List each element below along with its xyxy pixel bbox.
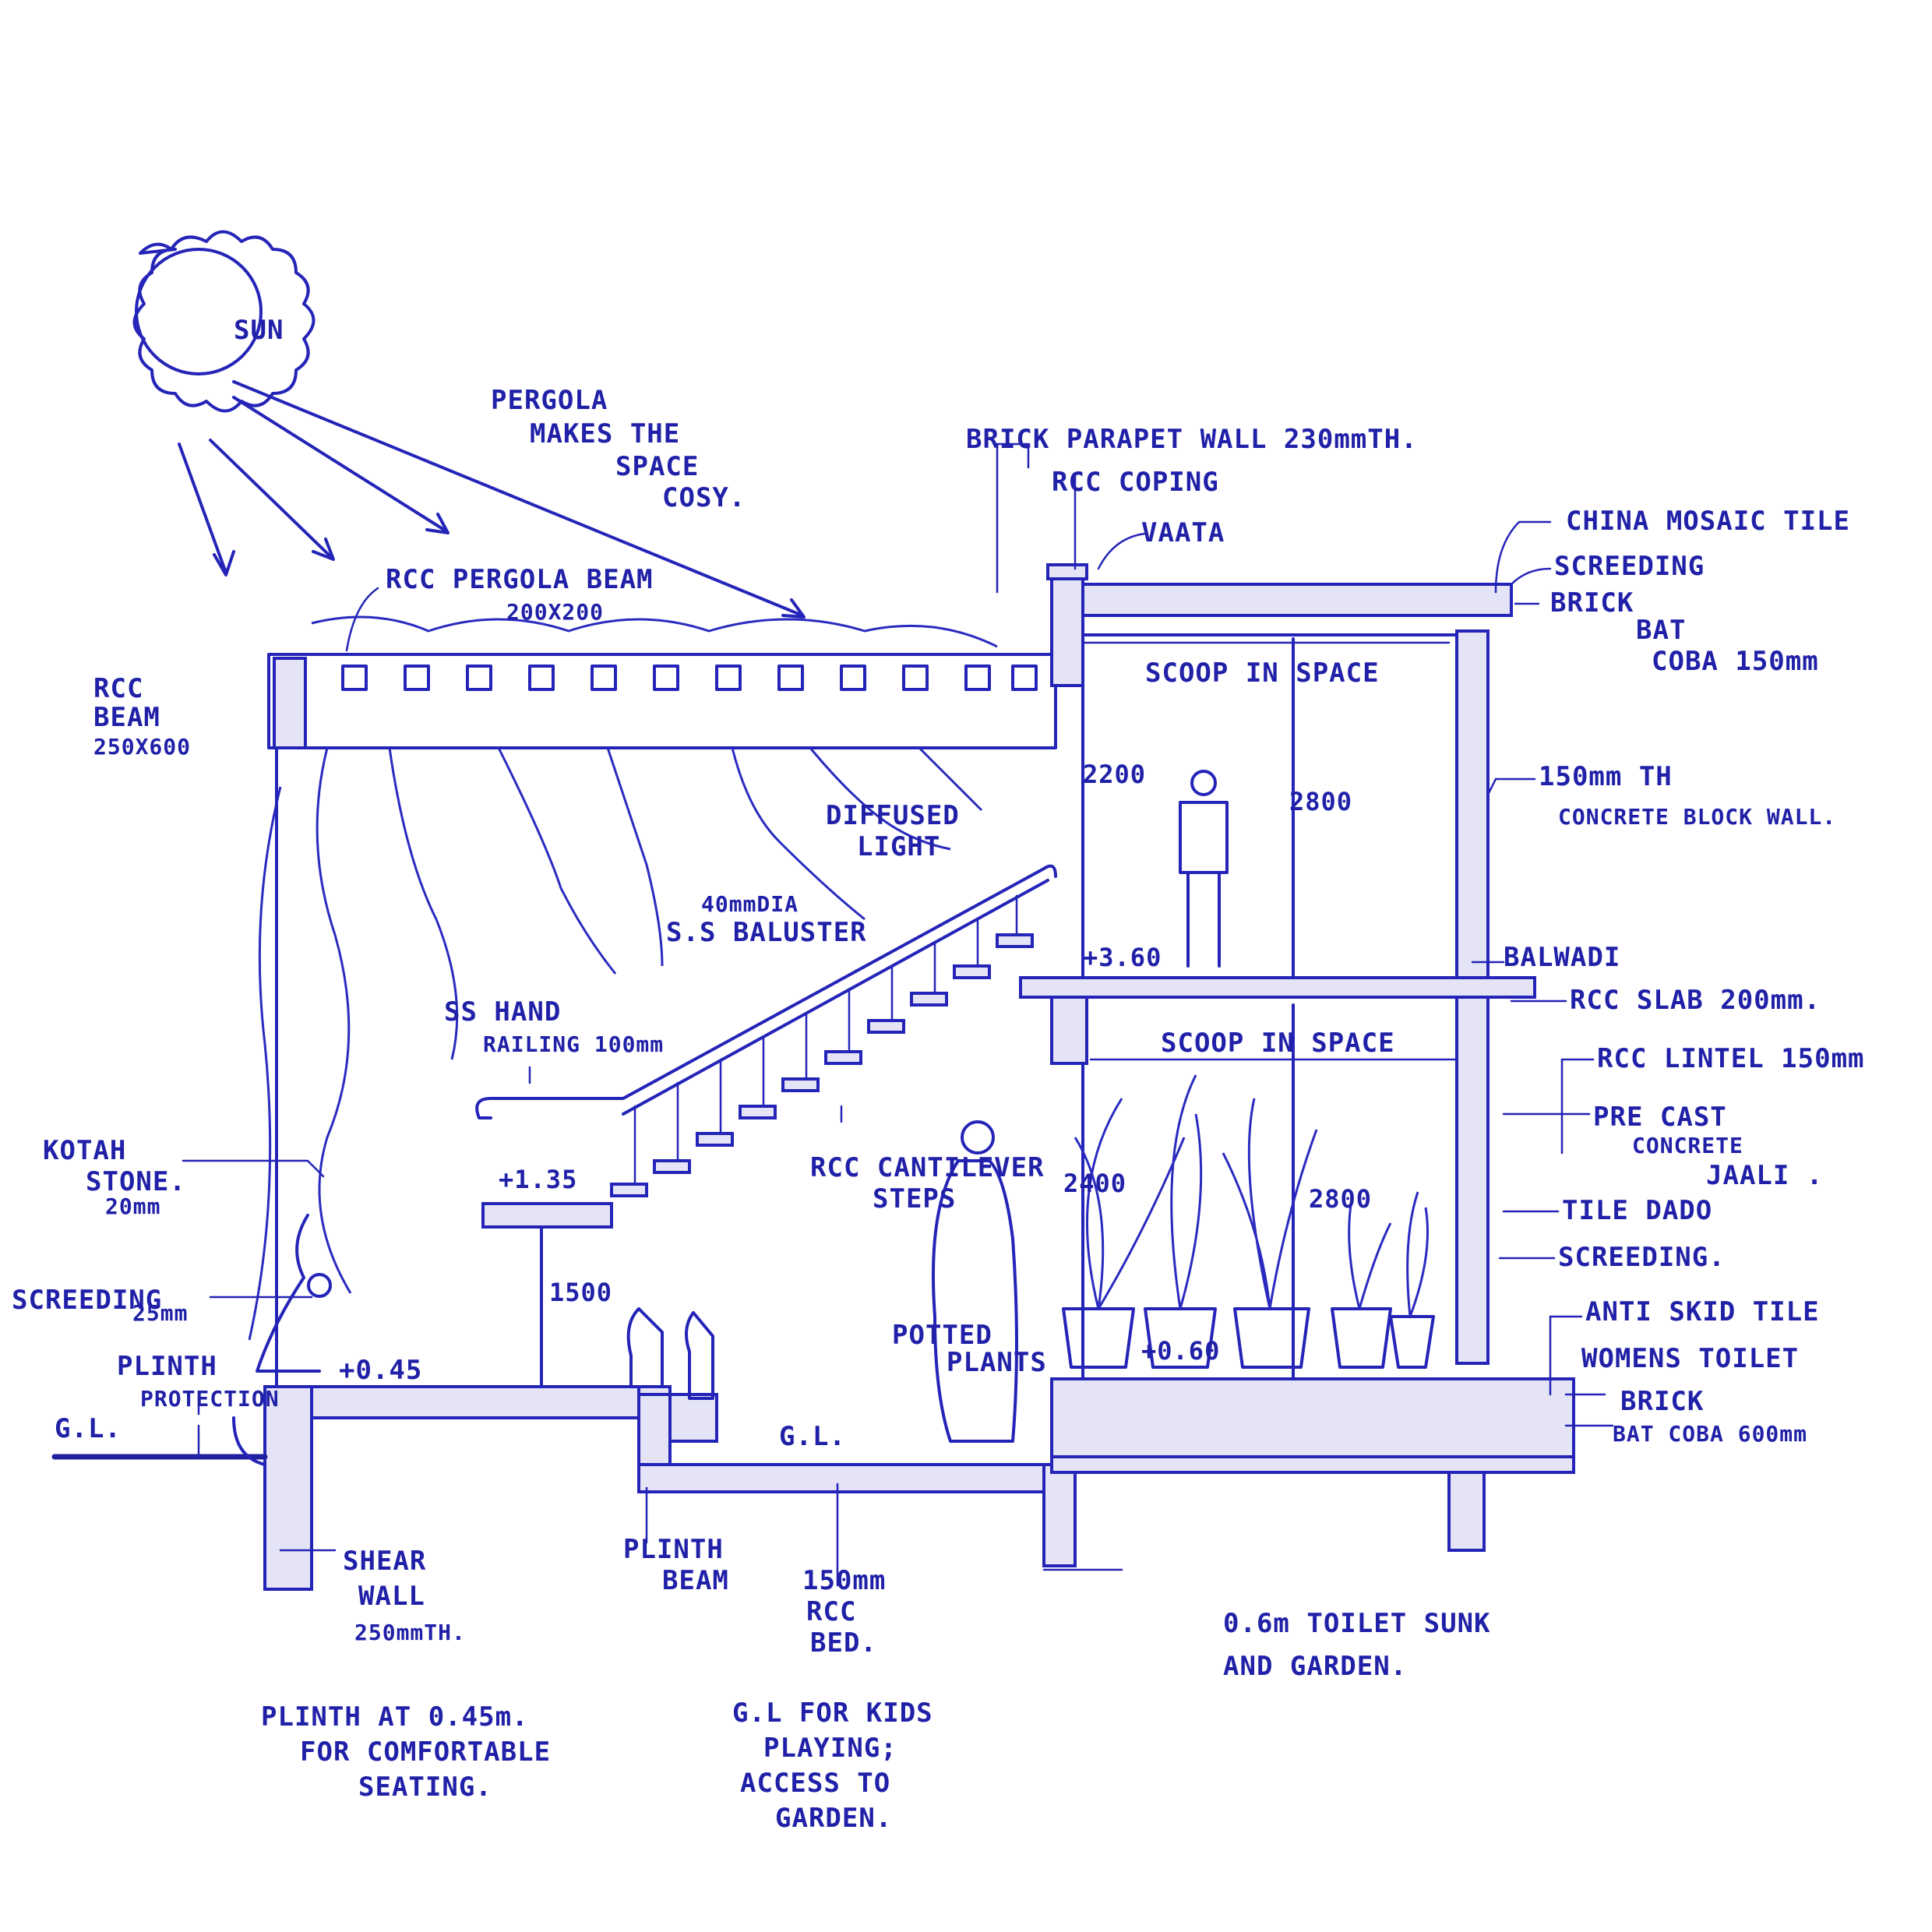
label-rcc-coping: RCC COPING [1052, 467, 1219, 498]
label-balwadi: BALWADI [1504, 942, 1620, 973]
label-pergola: MAKES THE [530, 418, 680, 450]
label-shear-wall: SHEAR [343, 1546, 426, 1577]
label-rcc-bed: BED. [810, 1627, 877, 1659]
label-rcc-bed: RCC [806, 1596, 856, 1627]
label-rcc-beam: 250X600 [93, 734, 191, 760]
label-rcc-pergola-beam: RCC PERGOLA BEAM [386, 564, 654, 595]
label-precast-jaali: CONCRETE [1632, 1133, 1743, 1158]
note-ground-level-use: ACCESS TO [740, 1768, 890, 1799]
label-plinth-beam: PLINTH [623, 1534, 724, 1565]
label-cantilever-steps: STEPS [873, 1183, 956, 1215]
label-plinth-protection: PLINTH [117, 1351, 217, 1382]
note-ground-level-use: GARDEN. [775, 1803, 892, 1834]
level-landing: +1.35 [499, 1165, 577, 1194]
height-1500: 1500 [549, 1278, 612, 1307]
label-rcc-beam: RCC [93, 673, 143, 704]
label-rcc-pergola-beam: 200X200 [506, 599, 604, 625]
label-plinth-beam: BEAM [662, 1565, 729, 1596]
label-plinth-protection: PROTECTION [140, 1386, 280, 1412]
sun-rays [178, 380, 806, 619]
annotation-labels: SUN PERGOLA MAKES THE SPACE COSY. RCC PE… [12, 315, 1865, 1834]
level-garden: +0.60 [1141, 1336, 1220, 1366]
cantilever-staircase [475, 864, 1057, 1388]
label-block-wall: CONCRETE BLOCK WALL. [1558, 804, 1836, 830]
pergola-beam [267, 653, 1057, 749]
sun-icon [132, 230, 316, 413]
creeper-plants [248, 615, 998, 1341]
label-rcc-beam: BEAM [93, 702, 160, 733]
people-seated-icon [256, 1214, 714, 1400]
height-2800-lower: 2800 [1309, 1184, 1372, 1214]
stair-balusters [633, 894, 1018, 1193]
label-rcc-lintel: RCC LINTEL 150mm [1597, 1043, 1865, 1074]
dimension-labels: +3.60 +1.35 +0.45 +0.60 2200 2800 1500 2… [339, 760, 1372, 1386]
label-toilet-sunk: AND GARDEN. [1223, 1651, 1407, 1682]
label-toilet-sunk: 0.6m TOILET SUNK [1223, 1608, 1491, 1639]
pergola-joists [341, 665, 1038, 691]
label-block-wall: 150mm TH [1539, 761, 1673, 792]
label-brick-bat-600: BAT COBA 600mm [1613, 1421, 1807, 1447]
label-precast-jaali: PRE CAST [1593, 1102, 1727, 1133]
label-hand-railing: SS HAND [444, 996, 561, 1028]
label-brick-bat-600: BRICK [1620, 1386, 1704, 1417]
height-2800-upper: 2800 [1289, 787, 1352, 816]
label-ground-level: G.L. [55, 1413, 122, 1444]
label-cantilever-steps: RCC CANTILEVER [810, 1152, 1045, 1183]
label-scoop-lower: SCOOP IN SPACE [1161, 1028, 1395, 1059]
label-brick-bat-coba: BRICK [1550, 587, 1634, 619]
label-screeding-top: SCREEDING [1554, 551, 1705, 582]
note-plinth-height: FOR COMFORTABLE [300, 1736, 551, 1768]
label-ground-level: G.L. [779, 1421, 846, 1452]
label-vaata: VAATA [1141, 517, 1225, 548]
label-potted-plants: PLANTS [947, 1347, 1047, 1378]
person-standing-icon [932, 1120, 1018, 1443]
label-china-mosaic: CHINA MOSAIC TILE [1566, 506, 1850, 537]
label-rcc-slab: RCC SLAB 200mm. [1570, 985, 1821, 1016]
label-screeding-mid: SCREEDING. [1558, 1242, 1726, 1273]
label-kotah-stone: STONE. [86, 1166, 186, 1197]
label-rcc-bed: 150mm [802, 1565, 886, 1596]
label-tile-dado: TILE DADO [1562, 1195, 1712, 1226]
right-building-block [1019, 563, 1575, 1552]
label-baluster: 40mmDIA [701, 891, 799, 917]
label-baluster: S.S BALUSTER [666, 917, 867, 948]
label-shear-wall: 250mmTH. [354, 1620, 466, 1645]
label-kotah-stone: 20mm [105, 1193, 160, 1219]
label-screeding-25: 25mm [132, 1300, 188, 1326]
label-brick-bat-coba: BAT [1636, 615, 1686, 646]
potted-plants-icon [1062, 1074, 1435, 1369]
height-2400: 2400 [1063, 1169, 1126, 1198]
label-brick-parapet: BRICK PARAPET WALL 230mmTH. [966, 424, 1418, 455]
person-upper-floor-icon [1179, 770, 1229, 968]
label-brick-bat-coba: COBA 150mm [1652, 646, 1819, 677]
label-screeding-25: SCREEDING [12, 1285, 162, 1316]
label-scoop-upper: SCOOP IN SPACE [1145, 658, 1380, 689]
label-kotah-stone: KOTAH [43, 1135, 126, 1166]
level-upper-floor: +3.60 [1083, 943, 1162, 972]
level-plinth: +0.45 [339, 1355, 422, 1386]
label-womens-toilet: WOMENS TOILET [1581, 1343, 1799, 1374]
stair-treads [610, 933, 1034, 1197]
label-shear-wall: WALL [358, 1581, 425, 1612]
label-pergola: PERGOLA [491, 385, 608, 416]
note-ground-level-use: PLAYING; [763, 1733, 897, 1764]
label-pergola: SPACE [615, 451, 699, 482]
label-potted-plants: POTTED [892, 1320, 992, 1351]
note-plinth-height: SEATING. [358, 1772, 492, 1803]
left-wall-and-plinth [51, 746, 1077, 1591]
leader-lines [182, 442, 1614, 1587]
label-pergola: COSY. [662, 482, 746, 513]
note-ground-level-use: G.L FOR KIDS [732, 1698, 933, 1729]
label-diffused-light: LIGHT [857, 831, 940, 862]
label-precast-jaali: JAALI . [1706, 1160, 1823, 1191]
note-plinth-height: PLINTH AT 0.45m. [261, 1701, 529, 1733]
label-diffused-light: DIFFUSED [826, 800, 960, 831]
label-hand-railing: RAILING 100mm [483, 1031, 664, 1057]
label-sun: SUN [234, 315, 284, 346]
height-2200: 2200 [1083, 760, 1146, 789]
label-anti-skid: ANTI SKID TILE [1585, 1296, 1820, 1327]
